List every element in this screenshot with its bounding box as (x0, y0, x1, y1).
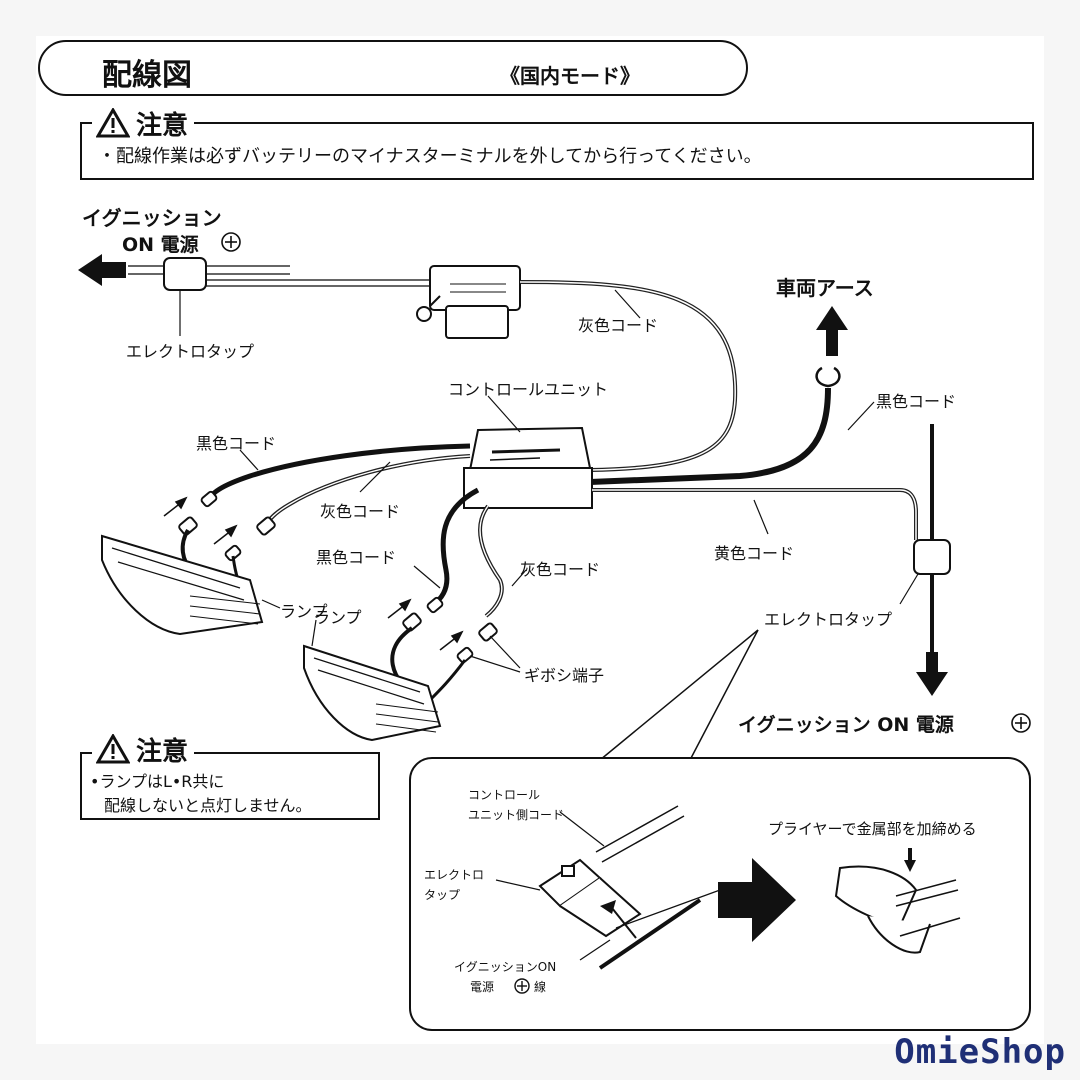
gray-cord-lower-label: 灰色コード (520, 560, 601, 579)
caution-title-top: 注意 (136, 110, 189, 141)
ring-terminal-shape (815, 366, 841, 388)
yellow-cord-wire (592, 488, 918, 540)
ignition-left-label-1: イグニッション (82, 206, 222, 230)
gray-cord-top-label: 灰色コード (578, 316, 659, 335)
black-cord-right-label: 黒色コード (876, 392, 957, 411)
electro-tap-right-label: エレクトロタップ (764, 610, 893, 629)
detail-plier-instruction: プライヤーで金属部を加締める (768, 820, 977, 838)
warning-icon (96, 108, 130, 138)
ignition-right-label: イグニッション ON 電源 (738, 714, 954, 736)
insert-arrow-icon (600, 900, 616, 914)
caution-text-bottom-2: 配線しないと点灯しません。 (104, 796, 312, 815)
lamp-2-shape (303, 644, 442, 742)
warning-icon (96, 734, 130, 764)
plus-circle-left-icon (221, 232, 241, 252)
page-title: 配線図 (102, 58, 192, 93)
caution-box-top (80, 122, 1034, 180)
title-bar (38, 40, 748, 96)
black-cord-right-wire (589, 387, 831, 485)
yellow-cord-label: 黄色コード (714, 544, 795, 563)
caution-heading-top: 注意 (92, 104, 195, 142)
detail-cord-shape (595, 805, 685, 863)
vehicle-ground-label: 車両アース (776, 276, 874, 300)
black-cord-left-label: 黒色コード (196, 434, 277, 453)
detail-ignition-label-3: 線 (534, 980, 547, 994)
gray-cord-lower-wire (478, 504, 504, 618)
ignition-left-label-2: ON 電源 (122, 234, 199, 256)
caution-text-top: ・配線作業は必ずバッテリーのマイナスターミナルを外してから行ってください。 (98, 146, 762, 167)
electro-tap-left-shape (163, 257, 207, 336)
plus-circle-detail-icon (514, 978, 530, 994)
arrow-right-icon (718, 858, 796, 942)
gap-arrows-lamp2 (387, 598, 464, 651)
caution-text-bottom-1: •ランプはL•R共に (90, 772, 225, 791)
watermark-logo: OmieShop (894, 1032, 1066, 1072)
lamp-1-label: ランプ (280, 602, 328, 621)
black-cord-left-wire (207, 443, 471, 501)
gap-arrows-lamp1 (163, 496, 238, 545)
detail-cord-label-1: コントロール (468, 788, 541, 802)
caution-heading-bottom: 注意 (92, 730, 195, 768)
electro-tap-left-label: エレクトロタップ (126, 342, 255, 361)
black-cord-mid-wire (430, 487, 480, 608)
gibosi-terminal-label: ギボシ端子 (524, 666, 605, 685)
lamp-2-label: ランプ (314, 608, 362, 627)
electro-tap-right-shape (913, 539, 951, 575)
black-cord-mid-label: 黒色コード (316, 548, 397, 567)
detail-electro-tap-label-1: エレクトロ (424, 868, 485, 882)
detail-ignition-label-2: 電源 (470, 980, 495, 994)
arrow-down-icon (916, 652, 948, 696)
detail-plier-shape (834, 865, 961, 954)
detail-ignition-label-1: イグニッションON (454, 960, 557, 974)
plus-circle-right-icon (1011, 713, 1031, 733)
arrow-left-icon (78, 254, 126, 286)
fuse-holder-shape (416, 265, 521, 339)
lamp-1-shape (101, 534, 264, 636)
gibosi-connectors-lamp2 (402, 596, 498, 664)
ignition-wire-top (128, 265, 440, 287)
arrow-up-icon (816, 306, 848, 356)
gray-cord-mid-label: 灰色コード (320, 502, 401, 521)
control-unit-label: コントロールユニット (448, 380, 609, 399)
detail-electro-tap-label-2: タップ (424, 888, 461, 902)
arrow-down-small-icon (904, 848, 916, 872)
control-unit-shape (463, 426, 593, 509)
gibosi-connectors-lamp1 (178, 490, 276, 562)
detail-cord-label-2: ユニット側コード (468, 808, 565, 822)
caution-title-bottom: 注意 (136, 736, 189, 767)
mode-label: 《国内モード》 (500, 64, 640, 88)
